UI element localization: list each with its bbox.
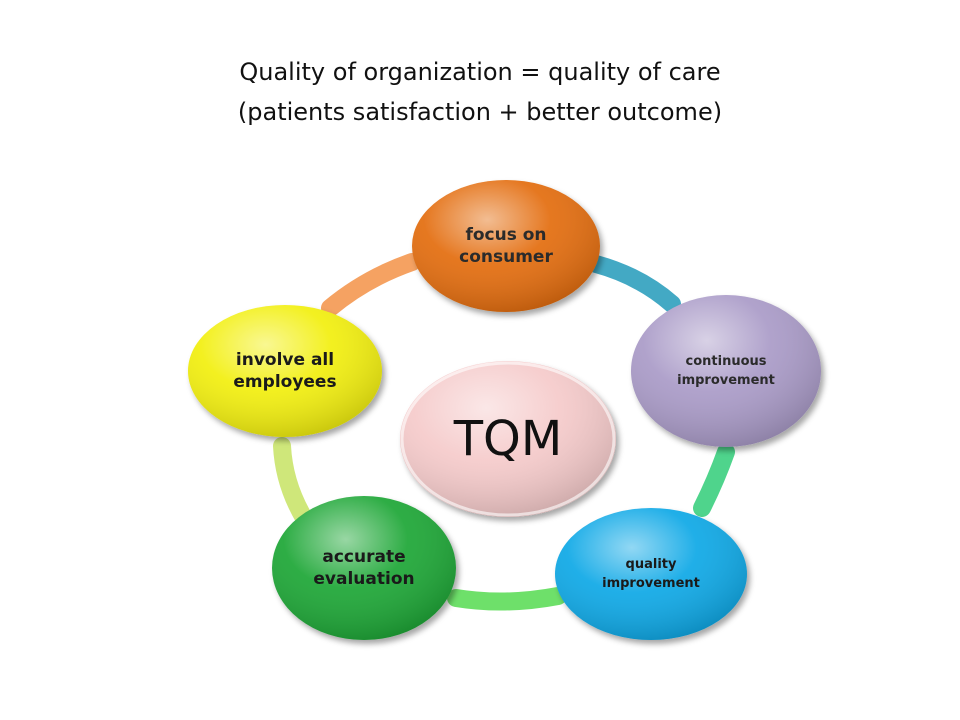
ring-arc-continuous-to-quality — [693, 443, 735, 517]
node-quality-improvement — [555, 508, 747, 640]
page-title: Quality of organization = quality of car… — [0, 52, 960, 132]
title-line-2: (patients satisfaction + better outcome) — [237, 98, 723, 126]
ring-arc-quality-to-evaluation — [447, 587, 567, 611]
ring-arc-employees-to-consumer — [321, 253, 421, 317]
title-line-1: Quality of organization = quality of car… — [239, 58, 721, 86]
ring-arc-evaluation-to-employees — [273, 437, 313, 527]
node-continuous-improvement — [631, 295, 821, 447]
node-involve-all-employees — [188, 305, 382, 437]
center-node-tqm — [400, 361, 616, 517]
node-focus-on-consumer — [412, 180, 600, 312]
ring-arc-consumer-to-continuous — [587, 255, 681, 313]
node-accurate-evaluation — [272, 496, 456, 640]
